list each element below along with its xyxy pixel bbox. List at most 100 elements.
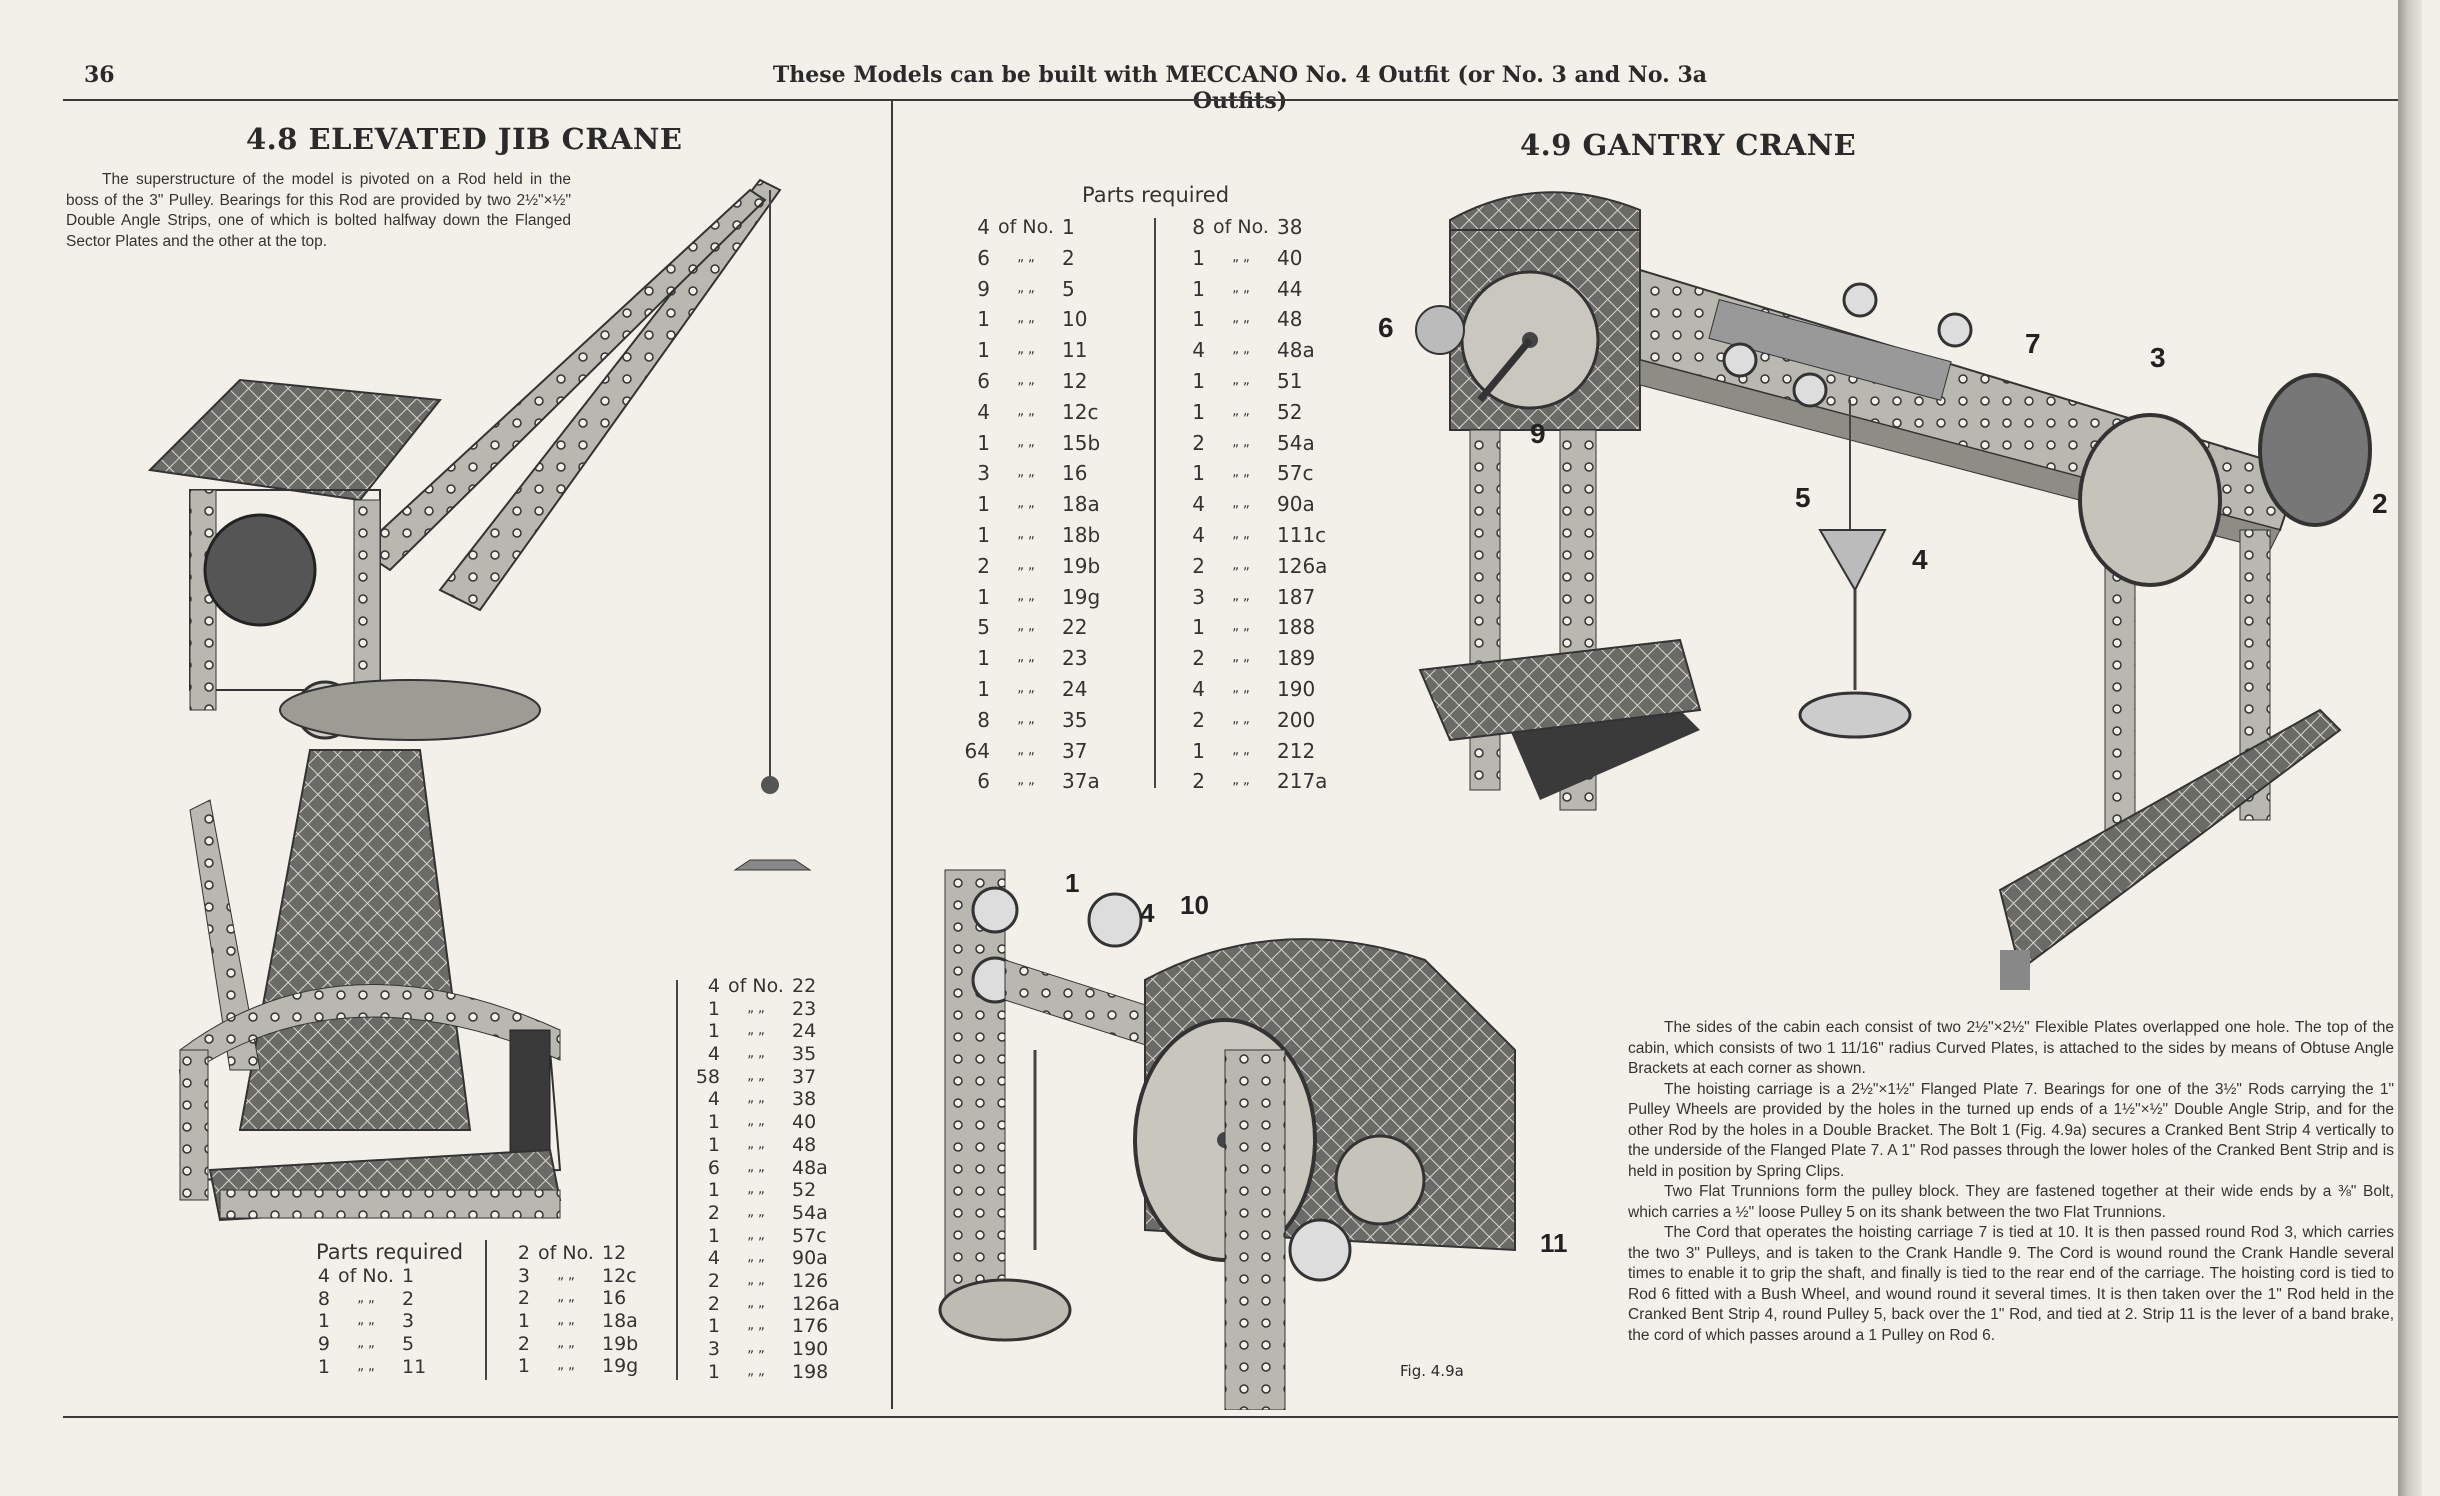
- part-number: 2: [1062, 245, 1075, 270]
- part-number: 3: [402, 1310, 415, 1333]
- ditto-marks: „ „: [1232, 434, 1250, 450]
- part-number: 48a: [792, 1156, 828, 1179]
- ditto-marks: „ „: [1232, 742, 1250, 758]
- part-row: 4„ „90a: [1175, 489, 1333, 520]
- part-number: 54a: [792, 1201, 828, 1224]
- part-row: 2„ „16: [500, 1287, 658, 1310]
- ditto-marks: „ „: [1232, 650, 1250, 666]
- ditto-marks: „ „: [1017, 403, 1035, 419]
- ditto-marks: „ „: [1017, 280, 1035, 296]
- part-number: 38: [792, 1088, 817, 1111]
- parts-divider: [676, 980, 678, 1380]
- part-number: 126a: [792, 1292, 840, 1315]
- center-divider: [891, 99, 893, 1409]
- bottom-rule: [63, 1416, 2398, 1418]
- of-no-label: of No.: [728, 975, 784, 997]
- ditto-marks: „ „: [1232, 526, 1250, 542]
- part-number: 200: [1277, 707, 1316, 732]
- part-number: 57c: [1277, 461, 1314, 486]
- ditto-marks: „ „: [357, 1313, 375, 1329]
- ditto-marks: „ „: [1017, 465, 1035, 481]
- ditto-marks: „ „: [557, 1290, 575, 1306]
- ditto-marks: „ „: [1232, 773, 1250, 789]
- callout-5: 5: [1795, 482, 1811, 513]
- ditto-marks: „ „: [1232, 465, 1250, 481]
- part-quantity: 1: [707, 1133, 720, 1156]
- part-number: 19g: [1062, 584, 1101, 609]
- part-quantity: 1: [707, 1315, 720, 1338]
- part-number: 24: [1062, 676, 1088, 701]
- part-quantity: 2: [517, 1332, 530, 1355]
- part-row: 2„ „54a: [690, 1202, 848, 1225]
- part-quantity: 1: [707, 1111, 720, 1134]
- ditto-marks: „ „: [557, 1267, 575, 1283]
- ditto-marks: „ „: [747, 1182, 765, 1198]
- part-quantity: 2: [1192, 769, 1205, 794]
- part-quantity: 4: [707, 1247, 720, 1270]
- part-row: 5„ „22: [960, 612, 1118, 643]
- part-number: 190: [1277, 676, 1316, 701]
- part-row: 2„ „200: [1175, 705, 1333, 736]
- part-row: 1„ „40: [1175, 243, 1333, 274]
- part-number: 188: [1277, 615, 1316, 640]
- part-quantity: 2: [1192, 707, 1205, 732]
- ditto-marks: „ „: [1232, 680, 1250, 696]
- part-row: 1„ „198: [690, 1361, 848, 1384]
- part-quantity: 2: [517, 1242, 530, 1264]
- part-quantity: 1: [1192, 276, 1205, 301]
- ditto-marks: „ „: [747, 1068, 765, 1084]
- part-number: 5: [1062, 276, 1075, 301]
- part-quantity: 2: [707, 1292, 720, 1315]
- part-number: 35: [1062, 707, 1088, 732]
- callout-4: 4: [1912, 544, 1928, 575]
- ditto-marks: „ „: [1017, 249, 1035, 265]
- jib-crane-illustration: [147, 178, 812, 1222]
- part-number: 19g: [602, 1355, 639, 1378]
- part-row: 6„ „37a: [960, 766, 1118, 797]
- part-number: 52: [1277, 399, 1303, 424]
- part-number: 19b: [602, 1332, 639, 1355]
- page-header: These Models can be built with MECCANO N…: [772, 62, 1708, 114]
- ditto-marks: „ „: [357, 1290, 375, 1306]
- ditto-marks: „ „: [1232, 311, 1250, 327]
- part-quantity: 1: [977, 676, 990, 701]
- part-quantity: 4: [707, 975, 720, 997]
- ditto-marks: „ „: [747, 1046, 765, 1062]
- ditto-marks: „ „: [1232, 249, 1250, 265]
- part-row: 1„ „19g: [960, 582, 1118, 613]
- part-row: 8„ „35: [960, 705, 1118, 736]
- part-number: 51: [1277, 368, 1303, 393]
- ditto-marks: „ „: [1017, 372, 1035, 388]
- part-number: 90a: [1277, 492, 1315, 517]
- gantry-crane-illustration: [1415, 191, 2372, 990]
- ditto-marks: „ „: [557, 1335, 575, 1351]
- part-row: 1„ „18a: [960, 489, 1118, 520]
- part-row: 1„ „23: [960, 643, 1118, 674]
- gantry-paragraph: The sides of the cabin each consist of t…: [1628, 1019, 2394, 1077]
- part-quantity: 3: [1192, 584, 1205, 609]
- page-number: 36: [84, 62, 115, 88]
- part-number: 15b: [1062, 430, 1101, 455]
- part-quantity: 3: [517, 1264, 530, 1287]
- part-row: 4„ „90a: [690, 1247, 848, 1270]
- part-quantity: 58: [695, 1065, 720, 1088]
- part-row: 4„ „35: [690, 1043, 848, 1066]
- part-row: 3„ „187: [1175, 582, 1333, 613]
- part-row: 1„ „48: [1175, 304, 1333, 335]
- ditto-marks: „ „: [357, 1336, 375, 1352]
- part-row: 1„ „11: [960, 335, 1118, 366]
- part-number: 23: [792, 997, 817, 1020]
- part-number: 12: [1062, 368, 1088, 393]
- part-row: 8„ „2: [300, 1288, 458, 1311]
- part-quantity: 1: [977, 430, 990, 455]
- part-quantity: 1: [977, 338, 990, 363]
- ditto-marks: „ „: [1017, 650, 1035, 666]
- part-number: 126: [792, 1269, 829, 1292]
- part-row: 2„ „217a: [1175, 766, 1333, 797]
- part-number: 44: [1277, 276, 1303, 301]
- part-quantity: 6: [977, 769, 990, 794]
